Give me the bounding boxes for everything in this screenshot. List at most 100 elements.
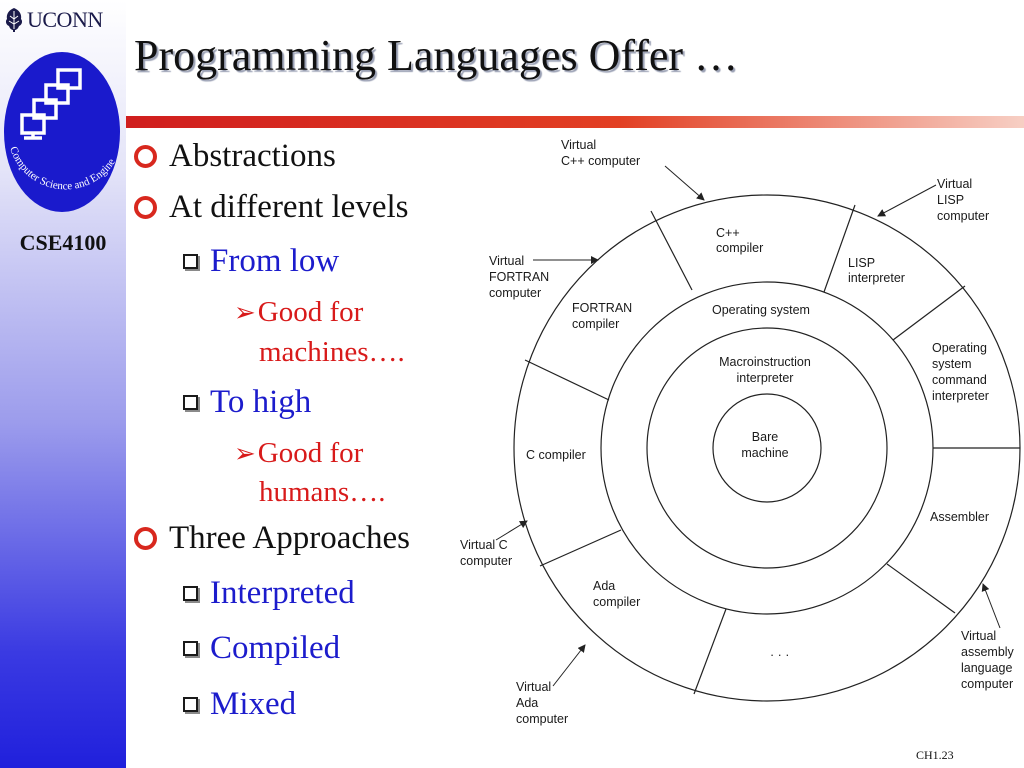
diagram-text-line: compiler [572, 317, 619, 331]
diagram-text-line: computer [516, 712, 568, 726]
circle-bullet-icon [134, 145, 157, 168]
bullet-three-approaches: Three Approaches [134, 520, 410, 557]
arrow-virtual-ada [552, 644, 586, 687]
arrow-bullet-icon: ➢ [234, 438, 256, 468]
diagram-text-line: · · · [770, 648, 789, 662]
sidebar: UCONN Computer Science and Engineering C… [0, 0, 126, 768]
slide-number: CH1.23 [916, 748, 954, 762]
diagram-text-line: C++ computer [561, 154, 640, 168]
square-bullet-icon [183, 254, 198, 269]
diagram-text-line: C compiler [526, 448, 586, 462]
diagram-text-line: interpreter [737, 371, 794, 385]
sector-divider [886, 563, 956, 614]
sector-divider [539, 529, 622, 567]
core-circle [712, 393, 822, 503]
arrow-virtual-lisp [877, 184, 937, 217]
bullet-good-humans: ➢ Good for [234, 437, 364, 469]
arrow-bullet-icon: ➢ [234, 297, 256, 327]
diagram-text-line: LISP [848, 256, 875, 270]
label-virtual-asm: Virtual assembly language computer [961, 629, 1015, 691]
label-fortran-compiler: FORTRAN compiler [572, 301, 632, 331]
bullet-good-machines: ➢ Good for [234, 296, 364, 328]
diagram-text-line: computer [937, 209, 989, 223]
label-operating-system: Operating system [712, 303, 810, 317]
diagram-text-line: compiler [716, 241, 763, 255]
diagram-text-line: Bare [752, 430, 778, 444]
circle-bullet-icon [134, 527, 157, 550]
uconn-wordmark: UCONN [27, 7, 103, 32]
bullet-good-machines-cont: machines…. [259, 336, 405, 368]
square-bullet-icon [183, 697, 198, 712]
sector-divider [524, 359, 610, 401]
label-cpp-compiler: C++compiler [716, 226, 763, 255]
bullet-to-high: To high [183, 384, 311, 421]
arrow-virtual-cpp [664, 165, 705, 201]
label-c-compiler: C compiler [526, 448, 586, 462]
diagram-text-line: Virtual [561, 138, 596, 152]
arrow-virtual-asm [981, 583, 1001, 629]
diagram-text-line: assembly [961, 645, 1015, 659]
label-virtual-c: Virtual C computer [460, 538, 512, 568]
label-assembler: Assembler [930, 510, 989, 524]
diagram-text-line: Virtual [489, 254, 524, 268]
diagram-text-line: Virtual [516, 680, 551, 694]
diagram-text-line: language [961, 661, 1012, 675]
square-bullet-icon [183, 641, 198, 656]
label-dots: · · · [770, 648, 789, 662]
diagram-text-line: compiler [593, 595, 640, 609]
diagram-text-line: FORTRAN [489, 270, 549, 284]
diagram-text-line: Virtual [937, 177, 972, 191]
label-bare-machine: Bare machine [741, 430, 788, 460]
oak-leaf-icon [5, 8, 23, 32]
diagram-text-line: Virtual C [460, 538, 508, 552]
diagram-text-line: system [932, 357, 972, 371]
macro-ring [646, 327, 888, 569]
diagram-text-line: computer [961, 677, 1013, 691]
label-ada-compiler: Ada compiler [593, 579, 640, 609]
diagram-text-line: computer [460, 554, 512, 568]
bullet-mixed: Mixed [183, 686, 296, 723]
bullet-interpreted: Interpreted [183, 575, 355, 612]
bullet-good-humans-cont: humans…. [259, 476, 386, 508]
circle-bullet-icon [134, 196, 157, 219]
diagram-text-line: LISP [937, 193, 964, 207]
diagram-text-line: FORTRAN [572, 301, 632, 315]
bullet-compiled: Compiled [183, 630, 340, 667]
bullet-abstractions: Abstractions [134, 138, 336, 175]
diagram-text-line: C++ [716, 226, 740, 240]
diagram-text-line: machine [741, 446, 788, 460]
bullet-from-low: From low [183, 243, 339, 280]
diagram-text-line: Virtual [961, 629, 996, 643]
course-code: CSE4100 [19, 230, 107, 255]
computers-icon [20, 68, 82, 140]
title-rule [126, 116, 1024, 128]
diagram-text-line: interpreter [848, 271, 905, 285]
slide-title: Programming Languages Offer … [134, 31, 739, 80]
diagram-text-line: command [932, 373, 987, 387]
arrow-virtual-c [495, 520, 528, 541]
uconn-brand: UCONN [4, 6, 103, 34]
diagram-text-line: Assembler [930, 510, 989, 524]
sector-divider [693, 608, 727, 695]
sector-divider [892, 285, 966, 341]
bullet-levels: At different levels [134, 189, 408, 226]
cse-logo: Computer Science and Engineering [2, 40, 120, 212]
label-macroinstruction: Macroinstruction interpreter [719, 355, 811, 385]
diagram-text-line: computer [489, 286, 541, 300]
diagram-text-line: Ada [516, 696, 538, 710]
sector-divider [650, 210, 693, 291]
diagram-text-line: Ada [593, 579, 615, 593]
square-bullet-icon [183, 586, 198, 601]
diagram-text-line: Macroinstruction [719, 355, 811, 369]
diagram-text-line: Operating [932, 341, 987, 355]
sector-divider [823, 204, 856, 293]
square-bullet-icon [183, 395, 198, 410]
diagram-text-line: interpreter [932, 389, 989, 403]
label-os-command-interpreter: Operating system command interpreter [932, 341, 989, 403]
